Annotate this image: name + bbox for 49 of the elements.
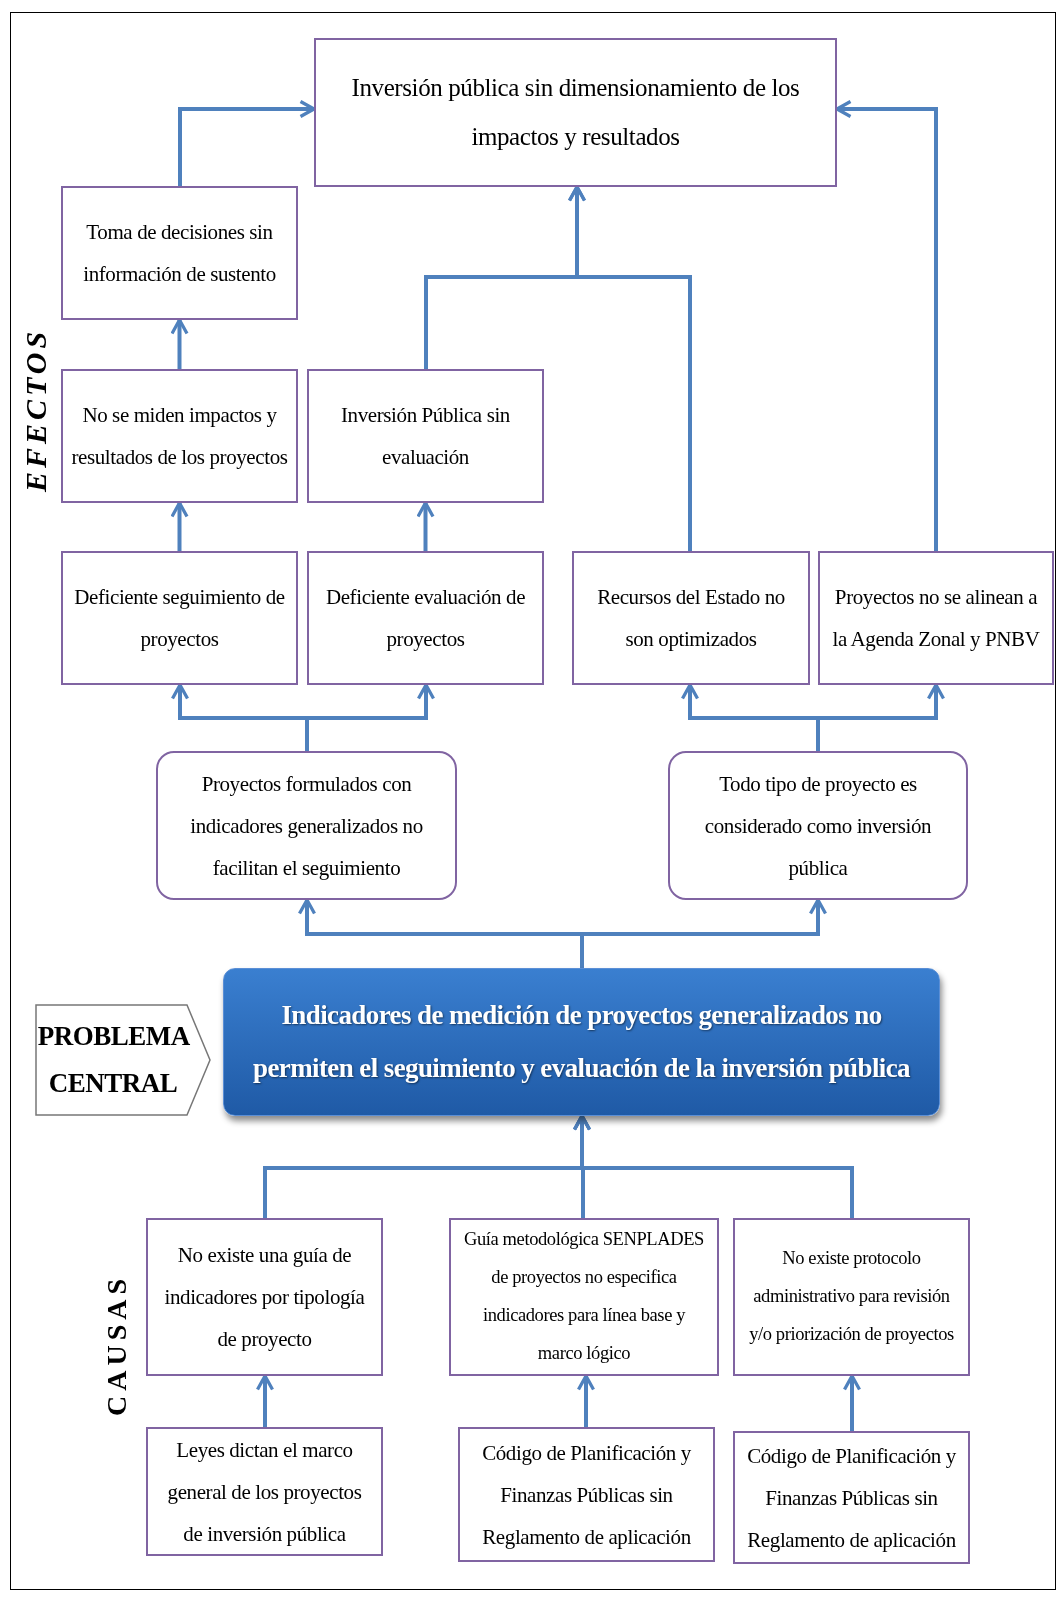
box-text: No se miden impactos y resultados de los proyectos (71, 402, 288, 471)
process-box (572, 551, 810, 685)
arrow (842, 1374, 862, 1431)
rounded-box (668, 751, 968, 900)
box-text: Toma de decisiones sin información de sustento (82, 219, 277, 288)
process-box (146, 1427, 383, 1556)
arrow (170, 318, 189, 369)
process-box (733, 1431, 970, 1564)
problem-text: Indicadores de medición de proyectos generalizados no permiten el seguimiento y evaluación de la inversión pública (252, 999, 911, 1085)
process-box (146, 1218, 383, 1376)
box-text: Leyes dictan el marco general de los proyectos de inversión pública (166, 1436, 363, 1548)
box-text: Proyectos formulados con indicadores generalizados no facilitan el seguimiento (189, 770, 424, 882)
arrow (572, 1114, 854, 1218)
box-text: Deficiente seguimiento de proyectos (73, 584, 286, 653)
process-box (307, 369, 544, 503)
box-text: Proyectos no se alinean a la Agenda Zonal y PNBV (831, 584, 1041, 653)
pentagon-arrow-label (35, 1004, 211, 1116)
process-box (61, 186, 298, 320)
process-box (458, 1427, 715, 1562)
label-text: PROBLEMA CENTRAL (37, 1019, 189, 1100)
section-label: EFECTOS (19, 327, 53, 493)
rounded-box (156, 751, 457, 900)
process-box (61, 551, 298, 685)
process-box (733, 1218, 970, 1376)
arrow (255, 1374, 275, 1427)
arrow (576, 1374, 596, 1427)
arrow (416, 501, 435, 551)
process-box (314, 38, 837, 187)
section-label: CAUSAS (101, 1274, 133, 1416)
arrow (170, 501, 189, 551)
process-box (307, 551, 544, 685)
arrow (567, 185, 692, 551)
arrow (178, 99, 316, 186)
central-problem-box (223, 968, 940, 1116)
arrow (816, 683, 946, 751)
box-text: Inversión pública sin dimensionamiento de los impactos y resultados (350, 72, 801, 152)
arrow (305, 683, 436, 751)
box-text: Recursos del Estado no son optimizados (596, 584, 786, 653)
box-text: Inversión Pública sin evaluación (340, 402, 511, 471)
box-text: Código de Planificación y Finanzas Públicas sin Reglamento de aplicación (746, 1442, 957, 1554)
box-text: No existe protocolo administrativo para revisión y/o priorización de proyectos (748, 1247, 955, 1346)
process-box (818, 551, 1054, 685)
box-text: Guía metodológica SENPLADES de proyectos no especifica indicadores para línea base y marco lógico (463, 1228, 705, 1365)
box-text: No existe una guía de indicadores por tipología de proyecto (163, 1242, 366, 1353)
box-text: Deficiente evaluación de proyectos (324, 584, 527, 653)
box-text: Código de Planificación y Finanzas Públicas sin Reglamento de aplicación (481, 1439, 692, 1551)
process-box (61, 369, 298, 503)
process-box (449, 1218, 719, 1376)
box-text: Todo tipo de proyecto es considerado como inversión pública (703, 770, 933, 882)
